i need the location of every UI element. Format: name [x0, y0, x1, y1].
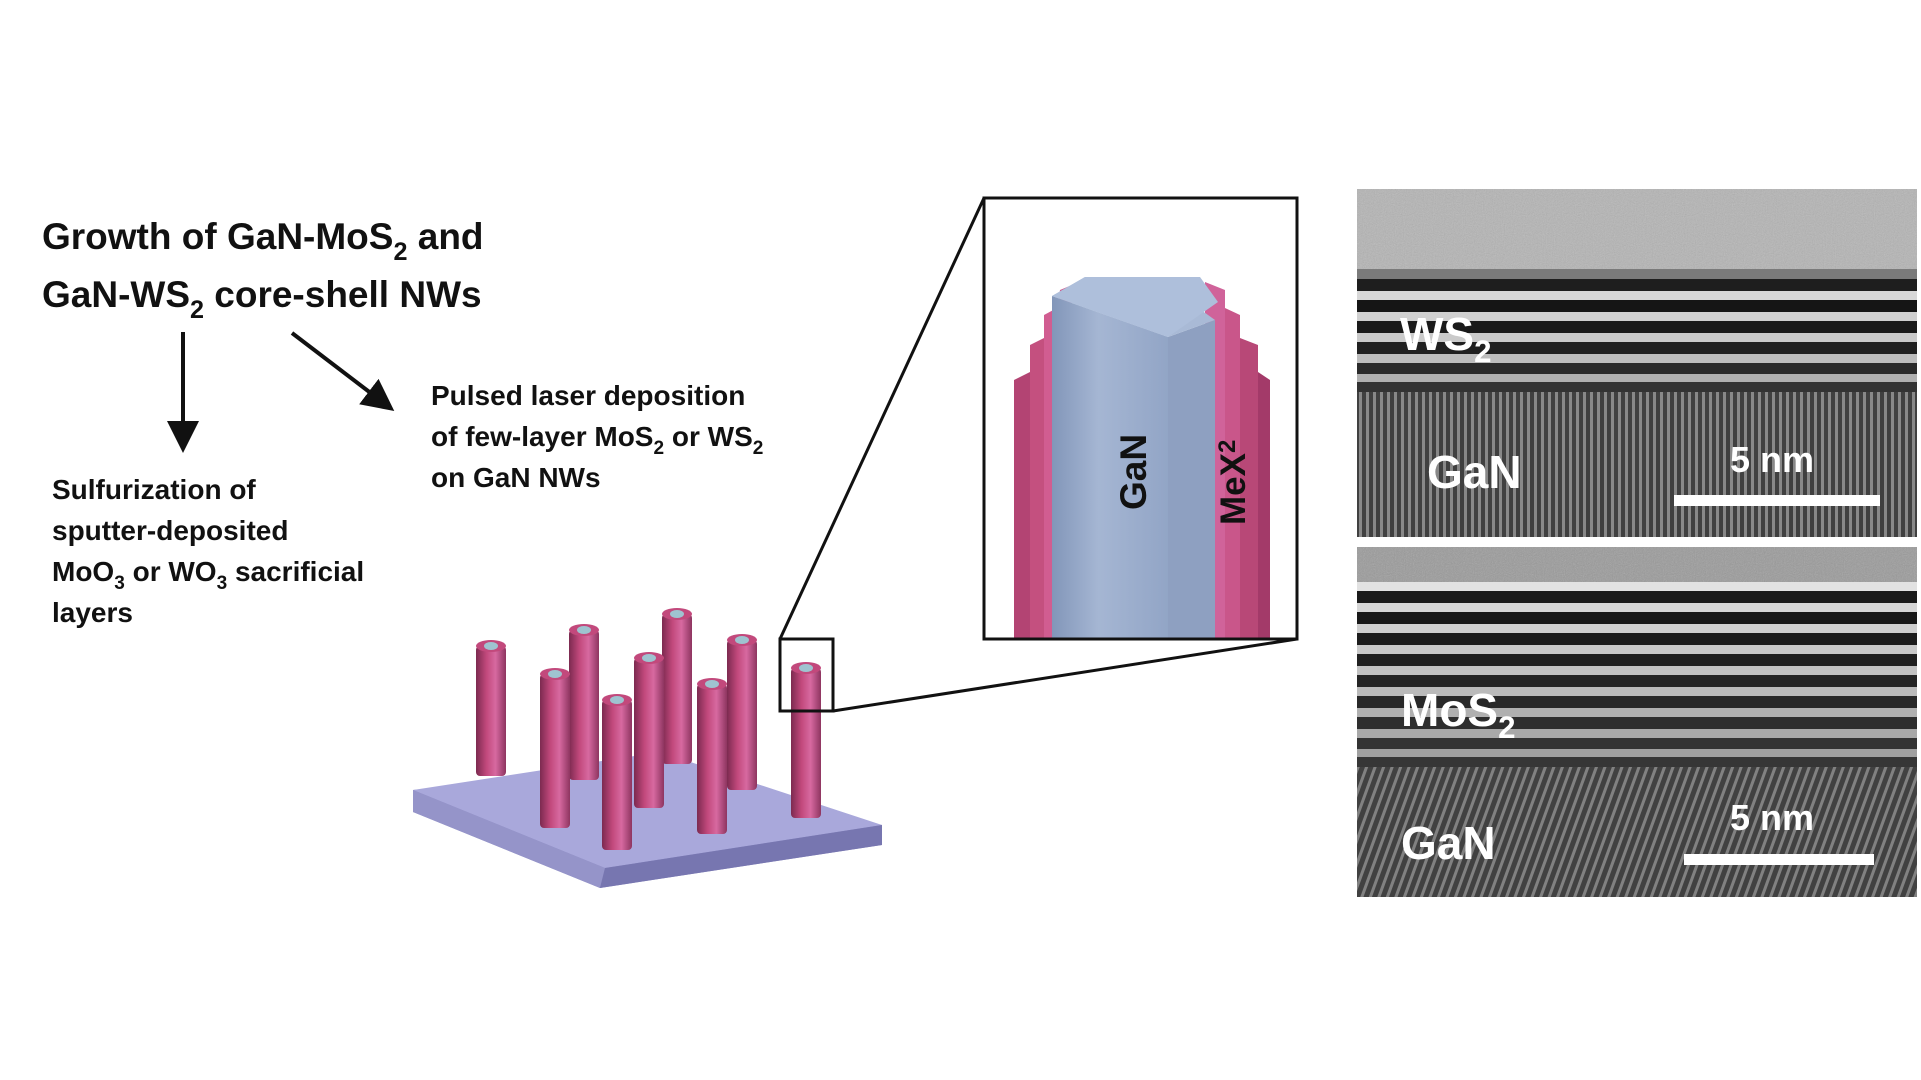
nanowire	[569, 624, 599, 780]
sulfurization-line-2: sputter-deposited	[52, 515, 289, 546]
scale-bar-label: 5 nm	[1730, 439, 1814, 480]
pld-line-2: of few-layer MoS2 or WS2	[431, 421, 764, 459]
zoom-selection-box	[778, 637, 835, 713]
zoom-projection-line	[778, 197, 986, 640]
nanowire	[602, 694, 632, 850]
zoom-shell-label: MeX2	[1214, 440, 1253, 525]
nanowire	[697, 678, 727, 834]
sulfurization-method-text: Sulfurization of sputter-deposited MoO3 …	[52, 469, 364, 633]
substrate-platform	[413, 752, 882, 888]
tem-substrate-label: GaN	[1427, 446, 1522, 498]
zoom-core-label: GaN	[1113, 434, 1154, 510]
pld-method-text: Pulsed laser deposition of few-layer MoS…	[431, 375, 763, 498]
tem-image-mos2: MoS2 GaN 5 nm	[1357, 547, 1917, 897]
tem-substrate-label: GaN	[1401, 817, 1496, 869]
scale-bar	[1674, 495, 1880, 506]
arrow-diagonal-pld	[290, 331, 395, 411]
diagram-title: Growth of GaN-MoS2 and GaN-WS2 core-shel…	[42, 208, 484, 324]
nanowire	[727, 634, 757, 790]
sulfurization-line-4: layers	[52, 597, 133, 628]
zoom-inset-panel: GaN MeX2	[982, 196, 1299, 641]
pld-line-1: Pulsed laser deposition	[431, 380, 746, 411]
scale-bar	[1684, 854, 1874, 865]
title-line-2: GaN-WS2 core-shell NWs	[42, 274, 482, 324]
sulfurization-line-1: Sulfurization of	[52, 474, 256, 505]
tem-layer-label-ws2: WS2	[1400, 308, 1492, 369]
nanowire	[634, 652, 664, 808]
nanowire	[662, 608, 692, 764]
nanowire	[540, 668, 570, 828]
title-line-1: Growth of GaN-MoS2 and	[42, 216, 484, 266]
nanowire	[476, 640, 506, 776]
sulfurization-line-3: MoO3 or WO3 sacrificial	[52, 556, 365, 594]
nanowire-array	[476, 608, 821, 850]
zoom-projection-line	[832, 637, 1298, 713]
tem-image-ws2: WS2 GaN 5 nm	[1357, 189, 1917, 537]
pld-line-3: on GaN NWs	[431, 462, 601, 493]
scale-bar-label: 5 nm	[1730, 797, 1814, 838]
tem-layer-label-mos2: MoS2	[1401, 684, 1516, 745]
nanowire	[791, 662, 821, 818]
